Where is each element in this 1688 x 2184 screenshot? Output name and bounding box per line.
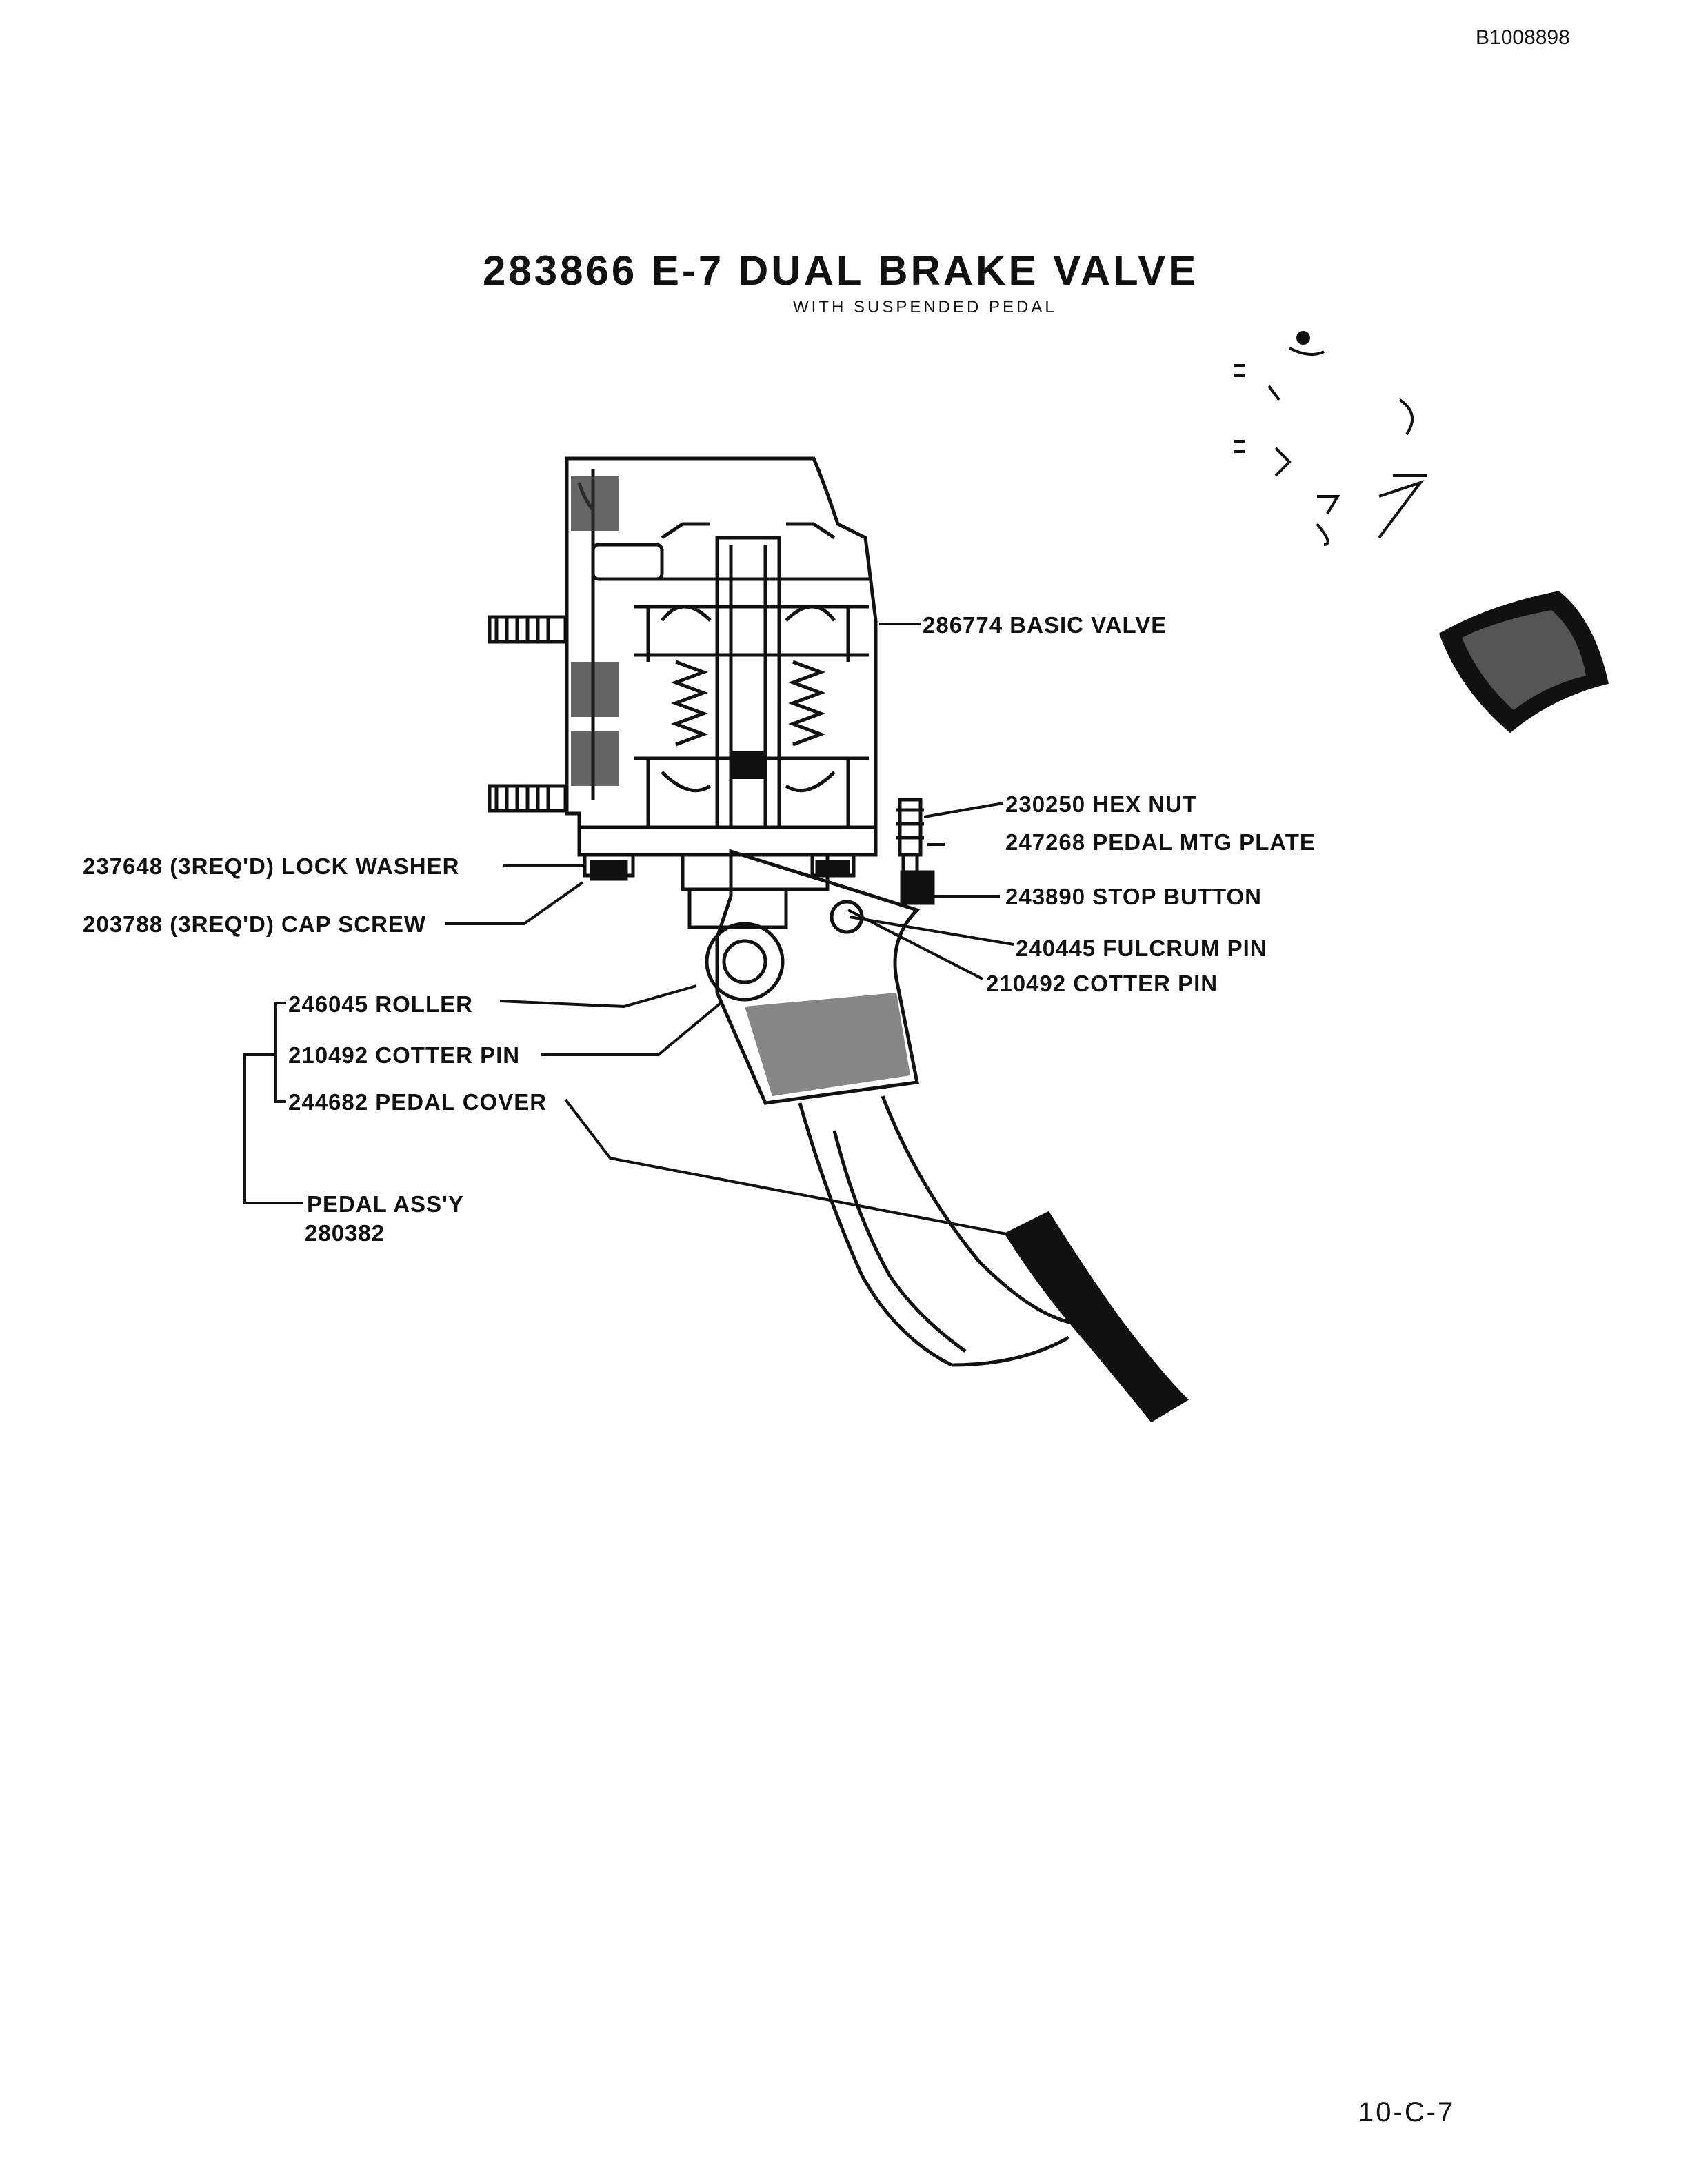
page-title: 283866 E-7 DUAL BRAKE VALVE — [483, 247, 1199, 294]
mounting-studs — [488, 615, 567, 813]
page-subtitle: WITH SUSPENDED PEDAL — [793, 298, 1057, 316]
pedal-cover — [1004, 1211, 1189, 1423]
callout-stop-button: 243890 STOP BUTTON — [1005, 884, 1262, 909]
exploded-small-parts — [1234, 331, 1427, 546]
callout-cap-screw: 203788 (3REQ'D) CAP SCREW — [83, 911, 427, 937]
loose-pedal-cover — [1438, 591, 1609, 734]
callout-pedal-mtg-plate: 247268 PEDAL MTG PLATE — [1005, 829, 1316, 855]
callout-pedal-cover: 244682 PEDAL COVER — [288, 1089, 547, 1115]
page-number: 10-C-7 — [1358, 2097, 1456, 2127]
callout-roller: 246045 ROLLER — [288, 991, 473, 1017]
hex-nut-and-stop-button — [896, 798, 935, 905]
callout-cotter-pin-right: 210492 COTTER PIN — [986, 971, 1218, 996]
callout-lock-washer: 237648 (3REQ'D) LOCK WASHER — [83, 853, 460, 879]
cap-screws — [583, 853, 856, 881]
callout-cotter-pin-left: 210492 COTTER PIN — [288, 1042, 521, 1068]
callout-pedal-assy: PEDAL ASS'Y — [307, 1191, 464, 1217]
pedal-lever — [705, 849, 1076, 1367]
callout-basic-valve: 286774 BASIC VALVE — [923, 612, 1167, 638]
callout-pedal-assy-number: 280382 — [305, 1220, 385, 1246]
leader-lines — [243, 623, 1014, 1235]
callout-hex-nut: 230250 HEX NUT — [1005, 791, 1198, 817]
valve-body — [565, 456, 878, 829]
document-id: B1008898 — [1476, 26, 1570, 49]
callout-fulcrum-pin: 240445 FULCRUM PIN — [1016, 936, 1267, 961]
